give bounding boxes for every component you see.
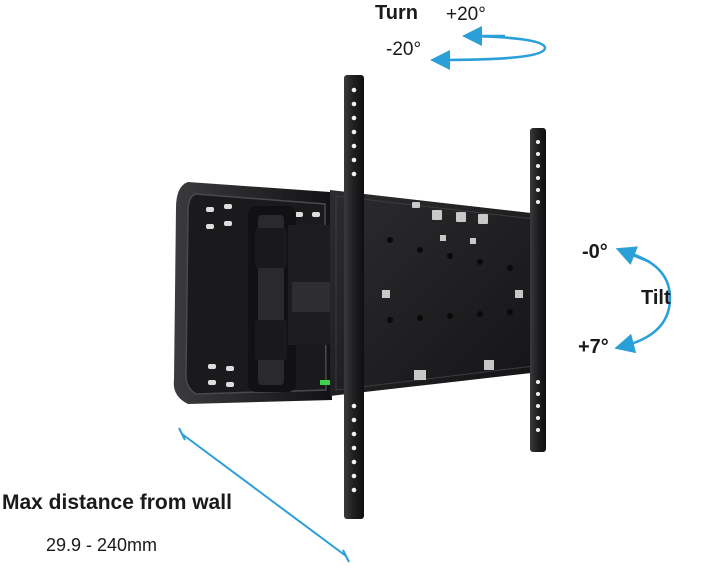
tilt-minus-value: -0° [582, 241, 608, 263]
distance-measure-icon [178, 427, 350, 563]
vertical-rail-left [344, 75, 364, 519]
turn-minus-value: -20° [386, 39, 422, 60]
distance-title: Max distance from wall [2, 491, 232, 514]
turn-title: Turn [375, 2, 418, 24]
vertical-rail-right [530, 128, 546, 452]
turn-arrow-icon [430, 26, 547, 70]
articulating-arm [248, 206, 338, 392]
tilt-title: Tilt [641, 287, 671, 309]
tilt-arrow-icon [614, 246, 672, 354]
tv-plate [330, 190, 540, 396]
distance-range: 29.9 - 240mm [46, 535, 158, 555]
turn-plus-value: +20° [446, 4, 486, 25]
tilt-plus-value: +7° [578, 336, 609, 358]
